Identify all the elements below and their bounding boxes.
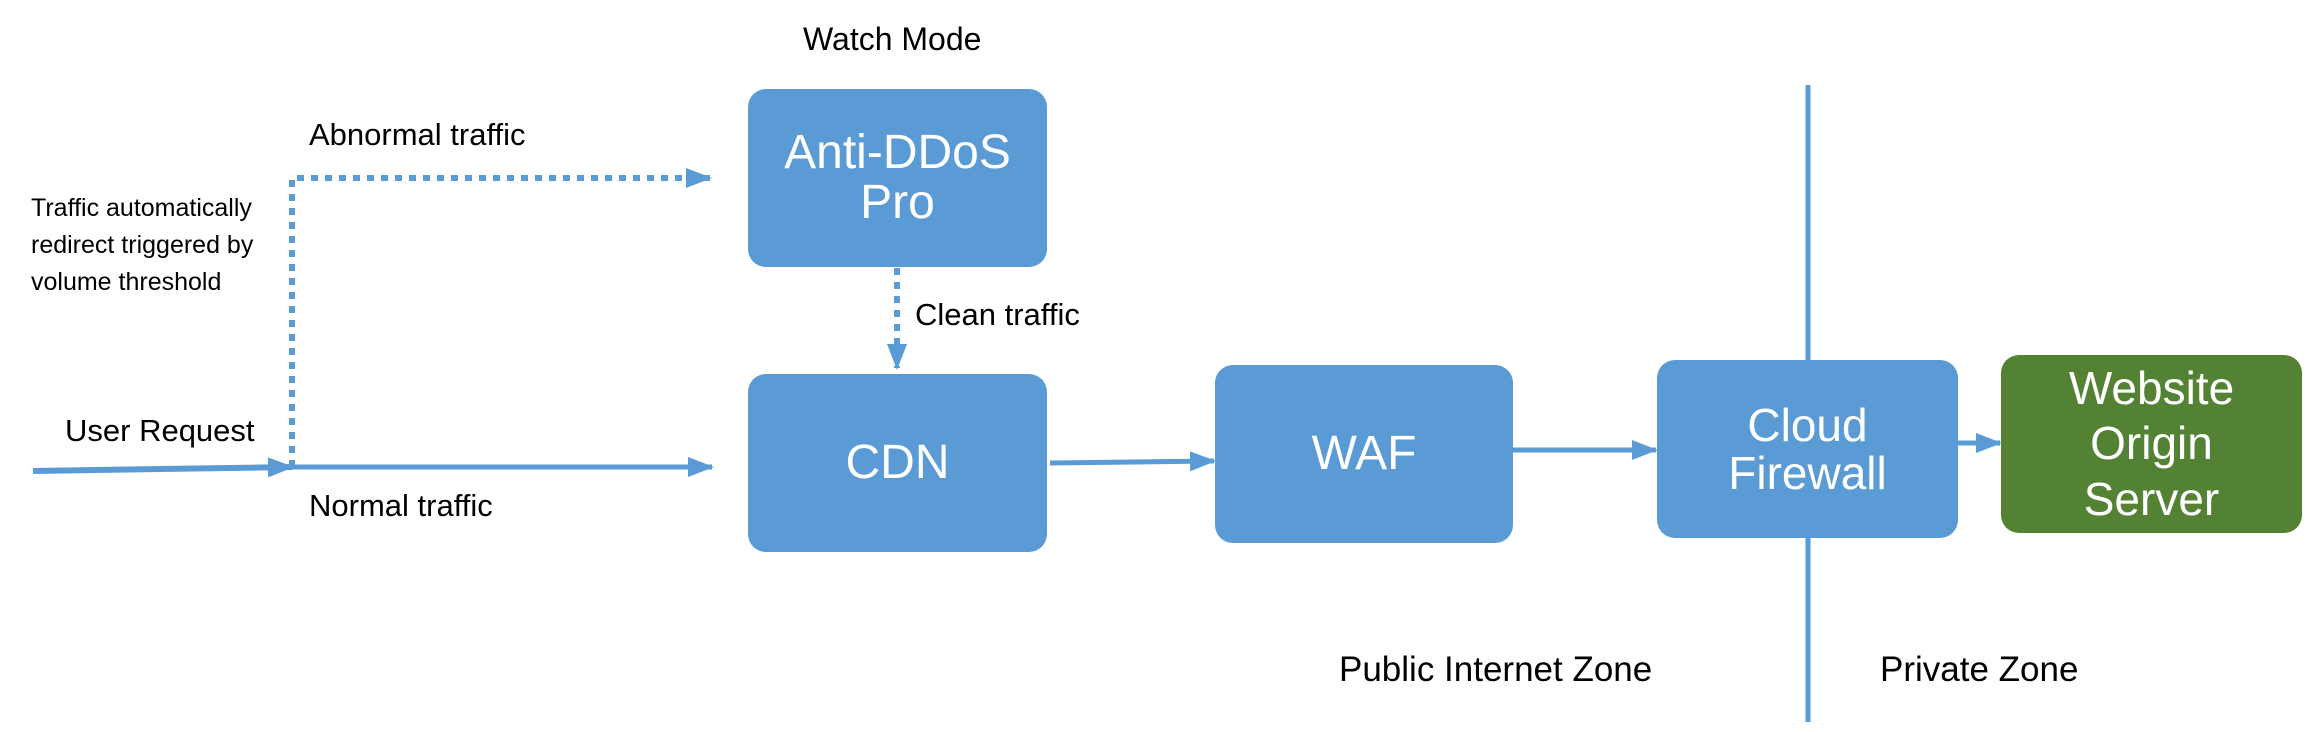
cloud-firewall-line-1: Cloud [1747,398,1868,451]
anti-ddos-line-2: Pro [860,176,935,229]
clean-traffic-label: Clean traffic [915,297,1080,332]
anti-ddos-pro-node: Anti-DDoS Pro [748,89,1047,267]
origin-line-3: Server [2083,472,2220,525]
user-request-label: User Request [65,413,255,448]
website-origin-server-node: Website Origin Server [2001,355,2302,533]
anti-ddos-line-1: Anti-DDoS [784,125,1011,179]
origin-line-2: Origin [2090,417,2213,470]
redirect-note-line-1: Traffic automatically [31,194,252,222]
waf-label: WAF [1311,426,1417,480]
cloud-firewall-node: Cloud Firewall [1657,360,1958,538]
private-zone-label: Private Zone [1880,650,2079,689]
normal-traffic-label: Normal traffic [309,488,493,523]
public-zone-label: Public Internet Zone [1339,650,1653,689]
redirect-note-line-3: volume threshold [31,268,222,296]
redirect-note-line-2: redirect triggered by [31,231,254,259]
redirect-note: Traffic automatically redirect triggered… [31,190,253,301]
waf-node: WAF [1215,365,1513,543]
cdn-node: CDN [748,374,1047,552]
cloud-firewall-line-2: Firewall [1728,447,1887,499]
abnormal-traffic-label: Abnormal traffic [309,117,526,152]
origin-line-1: Website [2068,362,2235,415]
cdn-to-waf-arrow [1049,451,1216,472]
user-request-arrow [32,457,294,478]
cdn-label: CDN [845,435,950,489]
diagram-title: Watch Mode [803,21,982,57]
abnormal-traffic-arrow [289,168,712,467]
